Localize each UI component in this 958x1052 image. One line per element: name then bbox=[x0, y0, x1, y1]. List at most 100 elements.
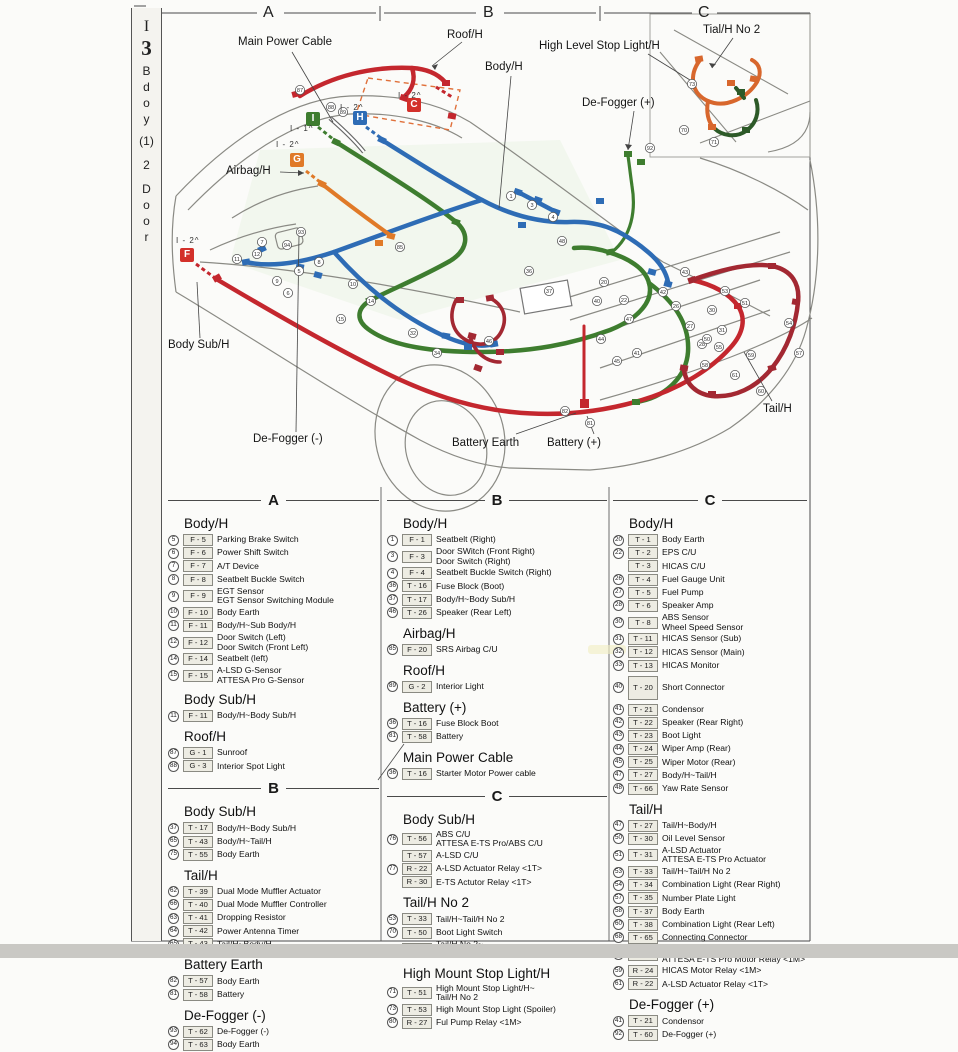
connectors bbox=[212, 55, 801, 408]
connector-code: T - 58 bbox=[402, 730, 432, 743]
connector-number: 63 bbox=[168, 912, 179, 924]
svg-text:40: 40 bbox=[594, 299, 600, 305]
connector-number: 44 bbox=[613, 743, 624, 755]
label-battery-earth: Battery Earth bbox=[452, 437, 520, 449]
connector-number: 4 bbox=[387, 567, 398, 579]
sidebar-char: o bbox=[143, 198, 150, 212]
connector-label: Speaker Amp bbox=[662, 600, 714, 611]
connector-code: T - 1 bbox=[628, 534, 658, 546]
legend-group-title: High Mount Stop Light/H bbox=[403, 965, 551, 981]
connector-code: T - 5 bbox=[628, 586, 658, 599]
connector-label: Tail/H~Body/H bbox=[662, 819, 717, 830]
sidebar-char: B bbox=[142, 64, 151, 78]
connector-code: T - 55 bbox=[183, 848, 213, 861]
connector-number: 43 bbox=[613, 730, 624, 742]
connector-code: T - 6 bbox=[628, 599, 658, 612]
connector-code: T - 57 bbox=[183, 975, 213, 988]
connector-number: 37 bbox=[168, 822, 179, 834]
connector-label: Seatbelt (left) bbox=[217, 653, 269, 664]
svg-text:45: 45 bbox=[614, 359, 620, 365]
legend-section-letter: A bbox=[268, 492, 279, 509]
page-bottom-bar bbox=[0, 944, 958, 958]
connector-number: 9 bbox=[168, 590, 179, 602]
connector-code: F - 1 bbox=[402, 534, 432, 546]
connector-code: F - 5 bbox=[183, 534, 213, 546]
connector-code: T - 22 bbox=[628, 716, 658, 729]
connector-code: F - 10 bbox=[183, 606, 213, 619]
connector-number bbox=[387, 877, 398, 888]
connector-number: 7 bbox=[168, 560, 179, 572]
connector-code: T - 8 bbox=[628, 616, 658, 629]
connector-code: T - 21 bbox=[628, 1015, 658, 1028]
connector-label: Tail/H~Tail/H No 2 bbox=[662, 866, 731, 877]
cabin-tint bbox=[230, 140, 620, 320]
connector-number: 93 bbox=[168, 1026, 179, 1038]
connector-number: 76 bbox=[387, 833, 398, 845]
connector-label: Body Earth bbox=[217, 1039, 260, 1050]
svg-text:7: 7 bbox=[260, 240, 263, 246]
connector-number: 88 bbox=[168, 760, 179, 772]
svg-text:42: 42 bbox=[660, 290, 666, 296]
connector-code: F - 3 bbox=[402, 550, 432, 563]
connector-code: T - 4 bbox=[628, 573, 658, 586]
svg-text:1: 1 bbox=[509, 194, 512, 200]
svg-text:54: 54 bbox=[786, 321, 792, 327]
sidebar-char: I bbox=[143, 18, 150, 35]
connector-number: 57 bbox=[613, 892, 624, 904]
connector-number: 3 bbox=[387, 551, 398, 563]
svg-text:46: 46 bbox=[486, 339, 492, 345]
label-main-power-cable: Main Power Cable bbox=[238, 36, 332, 48]
connector-label: Interior Light bbox=[436, 681, 484, 692]
connector-number: 73 bbox=[387, 1004, 398, 1015]
svg-text:50: 50 bbox=[704, 337, 710, 343]
legend-group-title: Tail/H No 2 bbox=[403, 895, 470, 911]
connector-number: 47 bbox=[613, 820, 624, 832]
connector-code: T - 39 bbox=[183, 885, 213, 898]
connector-code: T - 63 bbox=[183, 1038, 213, 1051]
legend-group-title: Tail/H bbox=[629, 801, 663, 817]
connector-label: A/T Device bbox=[217, 560, 259, 571]
svg-text:88: 88 bbox=[328, 105, 334, 111]
connector-code: T - 42 bbox=[183, 925, 213, 938]
connector-label: Ful Pump Relay <1M> bbox=[436, 1016, 522, 1027]
svg-text:15: 15 bbox=[338, 317, 344, 323]
svg-text:11: 11 bbox=[234, 257, 240, 263]
airbag-harness bbox=[320, 182, 392, 237]
svg-text:92: 92 bbox=[647, 146, 653, 152]
connector-label: High Mount Stop Light (Spoiler) bbox=[436, 1003, 556, 1014]
svg-text:27: 27 bbox=[687, 324, 693, 330]
connector-code: T - 41 bbox=[183, 912, 213, 925]
legend-section-header: A bbox=[168, 492, 379, 509]
connector-label: Body Earth bbox=[662, 905, 705, 916]
connector-code: T - 20 bbox=[628, 675, 658, 700]
connector-number: 6 bbox=[168, 547, 179, 559]
connector-number: 31 bbox=[613, 633, 624, 645]
connector-label: Body/H~Sub Body/H bbox=[217, 620, 297, 631]
connector-code: T - 21 bbox=[628, 703, 658, 716]
legend-section-header: B bbox=[387, 492, 607, 509]
refer-annotation: I - 1^ bbox=[290, 124, 314, 133]
label-defogger-plus: De-Fogger (+) bbox=[582, 97, 655, 109]
connector-label: Power Shift Switch bbox=[217, 547, 289, 558]
connector-number: 71 bbox=[387, 987, 398, 999]
connector-code: T - 3 bbox=[628, 560, 658, 573]
connector-number: 62 bbox=[168, 886, 179, 898]
connector-number: 47 bbox=[613, 769, 624, 781]
connector-code: T - 38 bbox=[628, 918, 658, 931]
legend-group-title: Battery Earth bbox=[184, 957, 263, 973]
svg-text:10: 10 bbox=[350, 282, 356, 288]
connector-label: Fuse Block (Boot) bbox=[436, 580, 505, 591]
